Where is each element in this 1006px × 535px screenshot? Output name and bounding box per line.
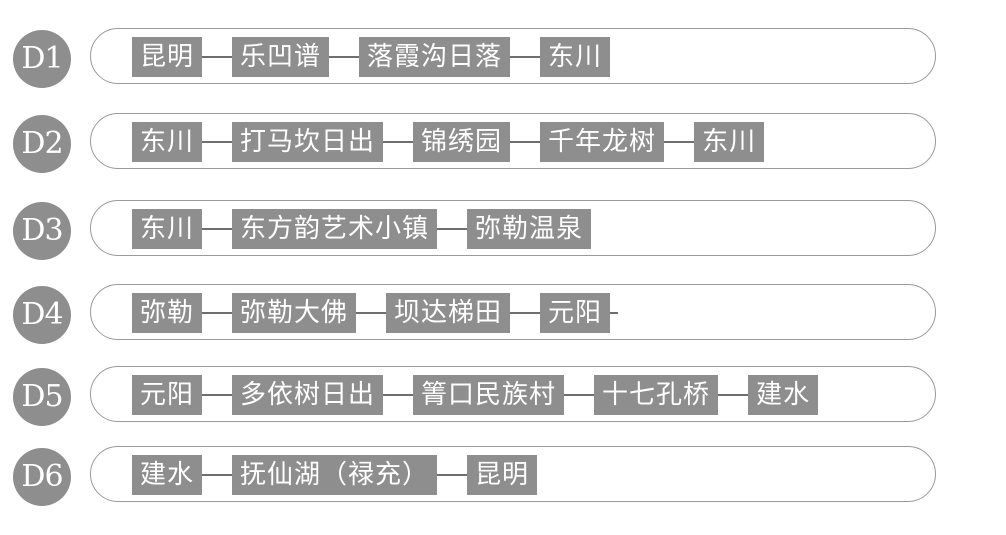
route-stop: 十七孔桥	[594, 375, 719, 415]
day-badge: D2	[13, 115, 71, 173]
route-connector	[202, 394, 233, 396]
route-connector	[510, 56, 541, 58]
route-connector	[202, 141, 233, 143]
route-stops: 建水抚仙湖（禄充） 昆明	[132, 455, 538, 495]
route-connector	[664, 141, 695, 143]
route-connector	[383, 394, 414, 396]
route-connector	[356, 312, 387, 314]
route-stop: 多依树日出	[232, 375, 384, 415]
day-row: D1 昆明乐凹谱落霞沟日落东川	[0, 28, 1006, 88]
route-connector	[437, 474, 468, 476]
route-connector	[510, 312, 541, 314]
day-row: D4 弥勒弥勒大佛坝达梯田元阳	[0, 284, 1006, 344]
route-connector	[202, 312, 233, 314]
route-stop: 弥勒温泉	[467, 209, 592, 249]
route-stops: 元阳多依树日出箐口民族村十七孔桥建水	[132, 375, 819, 415]
route-connector	[202, 56, 233, 58]
route-stop: 建水	[132, 455, 203, 495]
route-connector	[329, 56, 360, 58]
day-badge: D4	[13, 286, 71, 344]
route-stop: 坝达梯田	[386, 293, 511, 333]
route-track	[90, 284, 936, 340]
route-stop: 昆明	[132, 37, 203, 77]
route-stop: 弥勒大佛	[232, 293, 357, 333]
route-stop: 抚仙湖（禄充）	[232, 455, 438, 495]
route-stop: 元阳	[132, 375, 203, 415]
route-stop: 建水	[748, 375, 819, 415]
route-stop: 东川	[540, 37, 611, 77]
route-connector	[202, 228, 233, 230]
day-badge: D1	[13, 30, 71, 88]
day-row: D6 建水抚仙湖（禄充） 昆明	[0, 446, 1006, 506]
route-track	[90, 113, 936, 169]
route-connector	[437, 228, 468, 230]
route-connector	[510, 141, 541, 143]
route-stop: 锦绣园	[413, 122, 511, 162]
route-connector	[202, 474, 233, 476]
day-badge: D6	[13, 448, 71, 506]
day-row: D5 元阳多依树日出箐口民族村十七孔桥建水	[0, 366, 1006, 426]
route-track	[90, 28, 936, 84]
route-stops: 东川打马坎日出锦绣园千年龙树东川	[132, 122, 765, 162]
day-badge: D5	[13, 368, 71, 426]
route-connector	[564, 394, 595, 396]
route-connector-tail	[610, 312, 619, 314]
day-badge: D3	[13, 202, 71, 260]
route-connector	[718, 394, 749, 396]
day-row: D3 东川东方韵艺术小镇弥勒温泉	[0, 200, 1006, 260]
route-stop: 东方韵艺术小镇	[232, 209, 438, 249]
route-stop: 东川	[132, 209, 203, 249]
route-stop: 弥勒	[132, 293, 203, 333]
route-stop: 元阳	[540, 293, 611, 333]
route-stop: 昆明	[467, 455, 538, 495]
route-stops: 昆明乐凹谱落霞沟日落东川	[132, 37, 611, 77]
route-stop: 箐口民族村	[413, 375, 565, 415]
route-stop: 东川	[132, 122, 203, 162]
route-stop: 乐凹谱	[232, 37, 330, 77]
route-stop: 打马坎日出	[232, 122, 384, 162]
route-stop: 东川	[694, 122, 765, 162]
route-stop: 千年龙树	[540, 122, 665, 162]
route-connector	[383, 141, 414, 143]
route-stops: 东川东方韵艺术小镇弥勒温泉	[132, 209, 592, 249]
route-stops: 弥勒弥勒大佛坝达梯田元阳	[132, 293, 619, 333]
route-stop: 落霞沟日落	[359, 37, 511, 77]
